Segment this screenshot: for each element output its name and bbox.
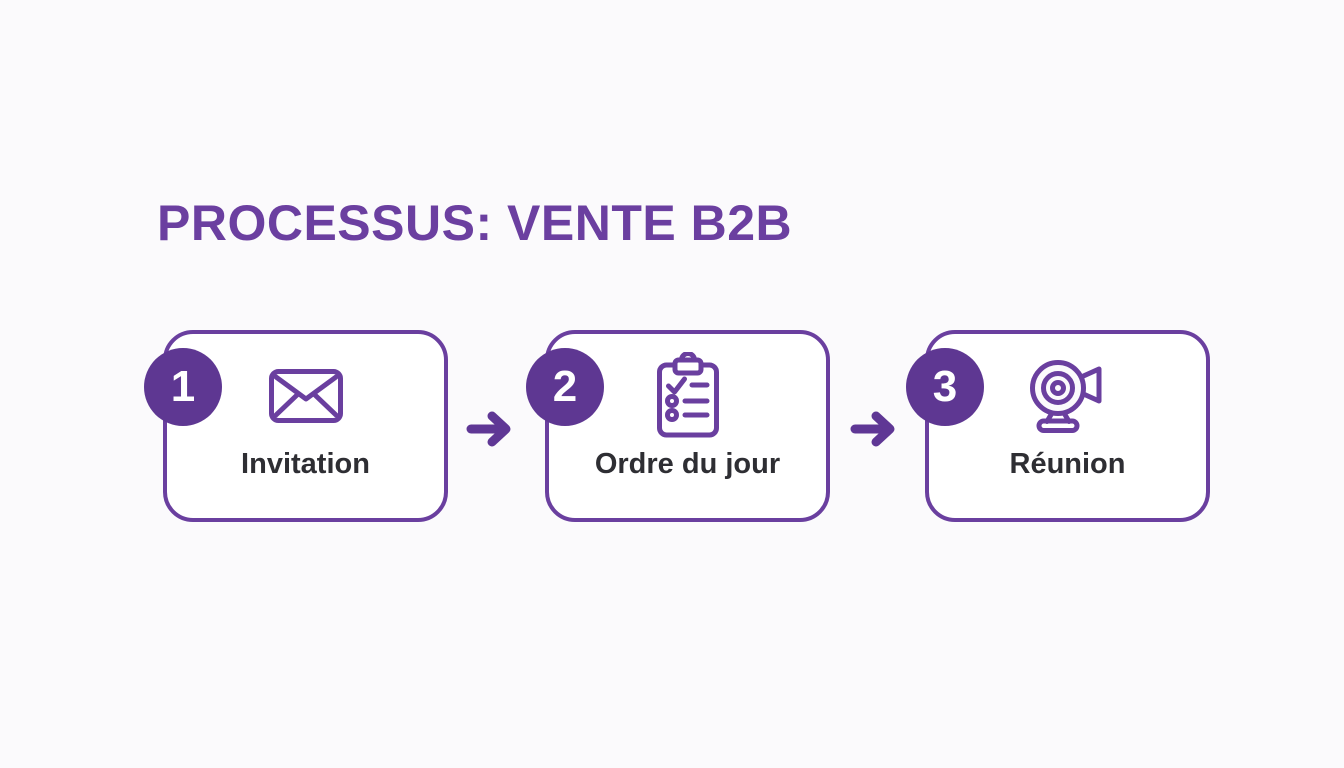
step-icon-area — [549, 352, 826, 440]
envelope-icon — [268, 369, 343, 423]
step-number-badge: 1 — [144, 348, 222, 426]
step-number-badge: 3 — [906, 348, 984, 426]
step-box-invitation: 1 Invitation — [144, 330, 448, 522]
step-label: Réunion — [1009, 448, 1126, 480]
page-title: PROCESSUS: VENTE B2B — [157, 194, 793, 251]
step-icon-area — [167, 352, 444, 440]
step-box-ordre-du-jour: 2 Ordre du jour — [526, 330, 830, 522]
webcam-icon — [1029, 360, 1101, 433]
clipboard-checklist-icon — [656, 352, 719, 438]
step-number-badge: 2 — [526, 348, 604, 426]
step-label: Ordre du jour — [594, 448, 781, 480]
right-arrow-icon — [850, 411, 895, 447]
right-arrow-icon — [466, 411, 511, 447]
step-label: Invitation — [241, 448, 370, 480]
step-icon-area — [929, 352, 1206, 440]
step-box-reunion: 3 Réunion — [906, 330, 1210, 522]
